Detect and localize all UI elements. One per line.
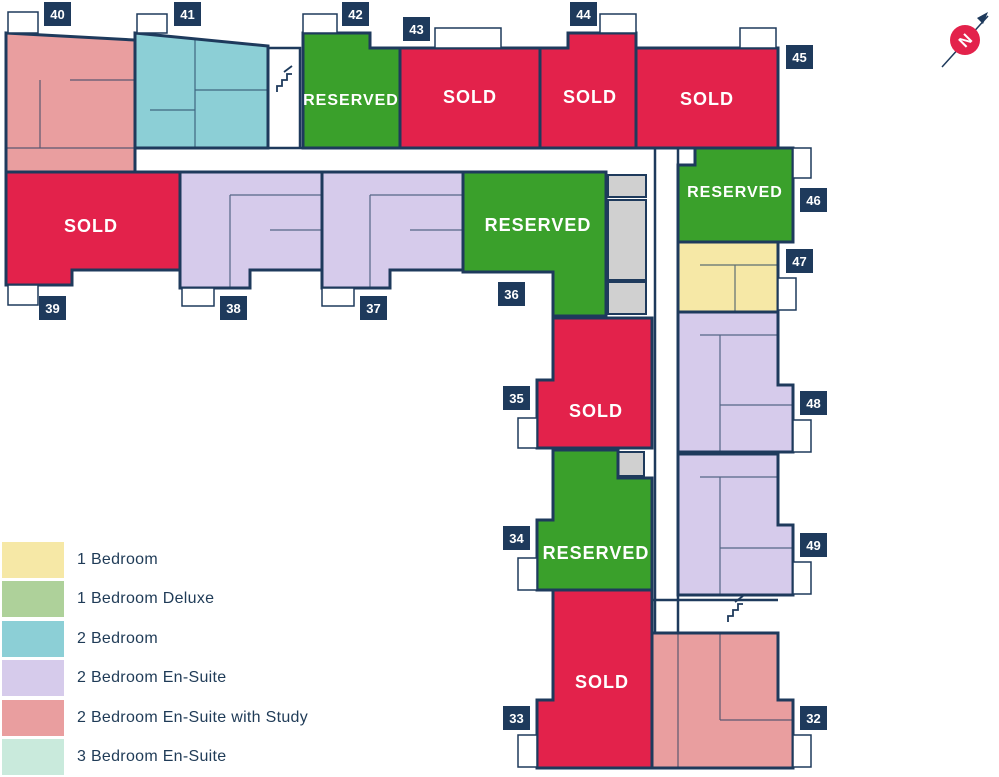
legend-swatch: [2, 621, 64, 657]
unit-38[interactable]: [180, 172, 322, 288]
svg-text:38: 38: [226, 301, 240, 316]
unit-36-status: RESERVED: [485, 215, 592, 235]
legend-swatch: [2, 700, 64, 736]
legend: 1 Bedroom 1 Bedroom Deluxe 2 Bedroom 2 B…: [2, 540, 342, 777]
unit-39[interactable]: SOLD: [6, 172, 180, 285]
legend-label: 2 Bedroom En-Suite: [77, 669, 226, 687]
svg-text:43: 43: [409, 22, 423, 37]
badge-48: 48: [800, 391, 827, 415]
badge-46: 46: [800, 188, 827, 212]
svg-text:39: 39: [45, 301, 59, 316]
badge-42: 42: [342, 2, 369, 26]
svg-text:49: 49: [806, 538, 820, 553]
unit-40[interactable]: [6, 33, 135, 172]
unit-35[interactable]: SOLD: [537, 318, 652, 448]
unit-34-status: RESERVED: [543, 543, 650, 563]
legend-swatch: [2, 581, 64, 617]
svg-text:35: 35: [509, 391, 523, 406]
legend-item-3-bedroom-en-suite: 3 Bedroom En-Suite: [2, 738, 342, 777]
unit-37[interactable]: [322, 172, 463, 288]
unit-35-status: SOLD: [569, 401, 623, 421]
legend-label: 3 Bedroom En-Suite: [77, 748, 226, 766]
unit-41[interactable]: [135, 33, 268, 148]
svg-text:41: 41: [180, 7, 194, 22]
badge-41: 41: [174, 2, 201, 26]
svg-text:48: 48: [806, 396, 820, 411]
badge-44: 44: [570, 2, 597, 26]
svg-text:34: 34: [509, 531, 524, 546]
legend-swatch: [2, 542, 64, 578]
unit-39-status: SOLD: [64, 216, 118, 236]
legend-label: 1 Bedroom: [77, 551, 158, 569]
legend-item-2-bedroom-en-suite-study: 2 Bedroom En-Suite with Study: [2, 698, 342, 738]
unit-45-status: SOLD: [680, 89, 734, 109]
legend-label: 1 Bedroom Deluxe: [77, 590, 214, 608]
unit-43-status: SOLD: [443, 87, 497, 107]
legend-label: 2 Bedroom: [77, 630, 158, 648]
svg-text:37: 37: [366, 301, 380, 316]
legend-swatch: [2, 660, 64, 696]
unit-44[interactable]: SOLD: [540, 33, 636, 148]
legend-item-2-bedroom-en-suite: 2 Bedroom En-Suite: [2, 659, 342, 699]
unit-45[interactable]: SOLD: [636, 48, 778, 148]
svg-text:33: 33: [509, 711, 523, 726]
badge-33: 33: [503, 706, 530, 730]
badge-34: 34: [503, 526, 530, 550]
badge-43: 43: [403, 17, 430, 41]
compass: N: [942, 12, 988, 67]
legend-item-1-bedroom: 1 Bedroom: [2, 540, 342, 580]
badge-36: 36: [498, 282, 525, 306]
svg-text:47: 47: [792, 254, 806, 269]
unit-42[interactable]: RESERVED: [303, 33, 400, 148]
svg-text:46: 46: [806, 193, 820, 208]
svg-text:40: 40: [50, 7, 64, 22]
svg-text:36: 36: [504, 287, 518, 302]
legend-item-2-bedroom: 2 Bedroom: [2, 619, 342, 659]
unit-33-status: SOLD: [575, 672, 629, 692]
svg-text:44: 44: [576, 7, 591, 22]
unit-32[interactable]: [652, 633, 793, 768]
svg-text:32: 32: [806, 711, 820, 726]
badge-35: 35: [503, 386, 530, 410]
unit-42-status: RESERVED: [303, 92, 399, 109]
badge-32: 32: [800, 706, 827, 730]
unit-48[interactable]: [678, 312, 793, 452]
unit-33[interactable]: SOLD: [537, 590, 652, 768]
badge-45: 45: [786, 45, 813, 69]
badge-49: 49: [800, 533, 827, 557]
legend-item-1-bedroom-deluxe: 1 Bedroom Deluxe: [2, 580, 342, 620]
legend-label: 2 Bedroom En-Suite with Study: [77, 709, 308, 727]
svg-text:42: 42: [348, 7, 362, 22]
unit-47[interactable]: [678, 242, 778, 312]
unit-36[interactable]: RESERVED: [463, 172, 606, 316]
badge-37: 37: [360, 296, 387, 320]
unit-44-status: SOLD: [563, 87, 617, 107]
legend-swatch: [2, 739, 64, 775]
badge-47: 47: [786, 249, 813, 273]
unit-49[interactable]: [678, 454, 793, 595]
unit-46[interactable]: RESERVED: [678, 148, 793, 242]
badge-40: 40: [44, 2, 71, 26]
unit-43[interactable]: SOLD: [400, 48, 540, 148]
badge-38: 38: [220, 296, 247, 320]
svg-text:45: 45: [792, 50, 806, 65]
badge-39: 39: [39, 296, 66, 320]
unit-46-status: RESERVED: [687, 184, 783, 201]
